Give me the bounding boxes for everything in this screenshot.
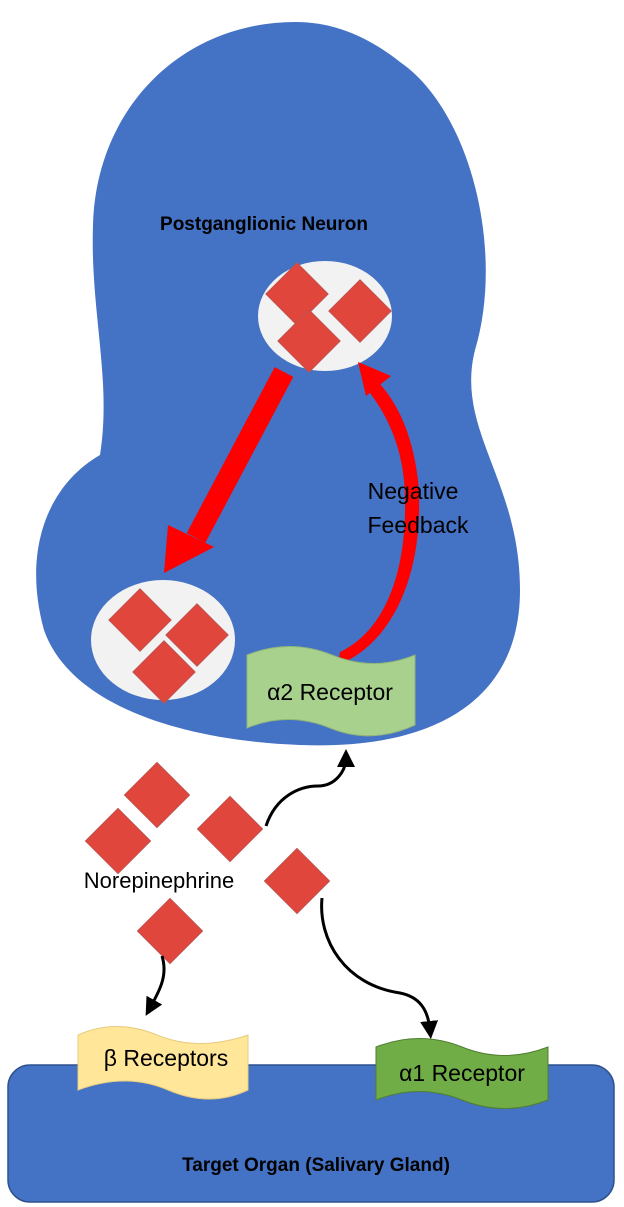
alpha1-receptor-label: α1 Receptor	[399, 1060, 525, 1086]
feedback-label-line1: Negative	[368, 478, 459, 504]
norepinephrine-molecule	[136, 897, 204, 965]
norepinephrine-molecule	[165, 603, 229, 667]
neuron-title: Postganglionic Neuron	[160, 214, 368, 235]
feedback-label-line2: Feedback	[367, 512, 469, 538]
beta-receptors-label: β Receptors	[104, 1045, 228, 1071]
norepinephrine-molecule	[84, 807, 152, 875]
norepinephrine-molecule	[328, 279, 392, 343]
target-organ-label: Target Organ (Salivary Gland)	[182, 1155, 450, 1176]
feedback-arrow-head	[358, 362, 391, 396]
released-norepinephrine	[84, 761, 331, 965]
norepinephrine-molecule	[263, 847, 331, 915]
norepinephrine-molecule	[108, 588, 172, 652]
feedback-arrow-body	[338, 382, 420, 665]
arrow-to-alpha1	[320, 897, 439, 1039]
norepinephrine-molecule	[277, 309, 341, 373]
norepinephrine-molecule	[123, 761, 191, 829]
norepinephrine-molecule	[265, 262, 329, 326]
alpha2-receptor-label: α2 Receptor	[267, 679, 393, 705]
release-arrow	[164, 367, 294, 573]
negative-feedback-arrow	[338, 362, 420, 665]
norepinephrine-molecule	[132, 640, 196, 704]
upper-vesicle	[258, 261, 392, 373]
alpha1-receptor-banner	[375, 1038, 549, 1109]
alpha1-receptor: α1 Receptor	[375, 1038, 549, 1109]
release-arrow-head	[164, 525, 214, 573]
beta-receptors: β Receptors	[77, 1026, 249, 1100]
beta-receptors-banner	[77, 1026, 249, 1100]
release-arrow-shaft	[186, 367, 294, 543]
alpha2-receptor: α2 Receptor	[246, 646, 416, 737]
alpha2-receptor-banner	[246, 646, 416, 737]
arrow-to-alpha2	[264, 749, 355, 827]
lower-vesicle	[91, 580, 235, 704]
norepinephrine-molecule	[196, 795, 264, 863]
arrow-to-beta	[145, 955, 166, 1016]
norepinephrine-label: Norepinephrine	[84, 868, 234, 893]
